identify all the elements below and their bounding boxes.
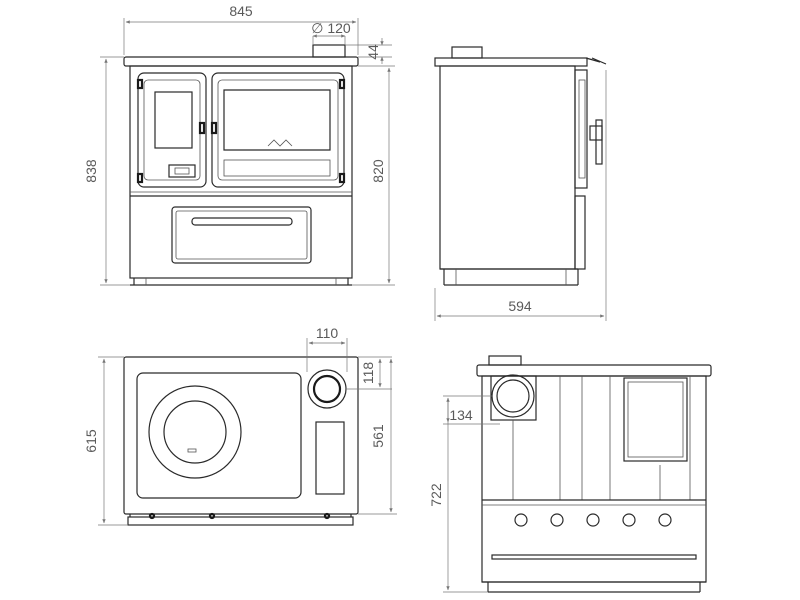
side-view: 594 — [434, 46, 607, 321]
top-total-depth-label: 615 — [83, 429, 99, 453]
rear-flue-offset-label: 134 — [449, 407, 473, 423]
top-body-depth-label: 561 — [370, 424, 386, 448]
front-view: 845 ∅ 120 44 838 820 — [83, 3, 395, 286]
flue-diameter-label: ∅ 120 — [311, 20, 351, 36]
rear-view: 134 722 — [428, 355, 712, 593]
top-offset-label: 44 — [365, 44, 381, 60]
side-depth-label: 594 — [508, 298, 532, 314]
rear-flue-height-label: 722 — [428, 483, 444, 507]
flue-offset-label: 118 — [360, 362, 376, 385]
top-view: 110 118 615 561 — [83, 325, 397, 526]
flue-size-label: 110 — [316, 325, 339, 341]
body-height-label: 820 — [370, 159, 386, 183]
front-width-label: 845 — [229, 3, 253, 19]
total-height-label: 838 — [83, 159, 99, 183]
